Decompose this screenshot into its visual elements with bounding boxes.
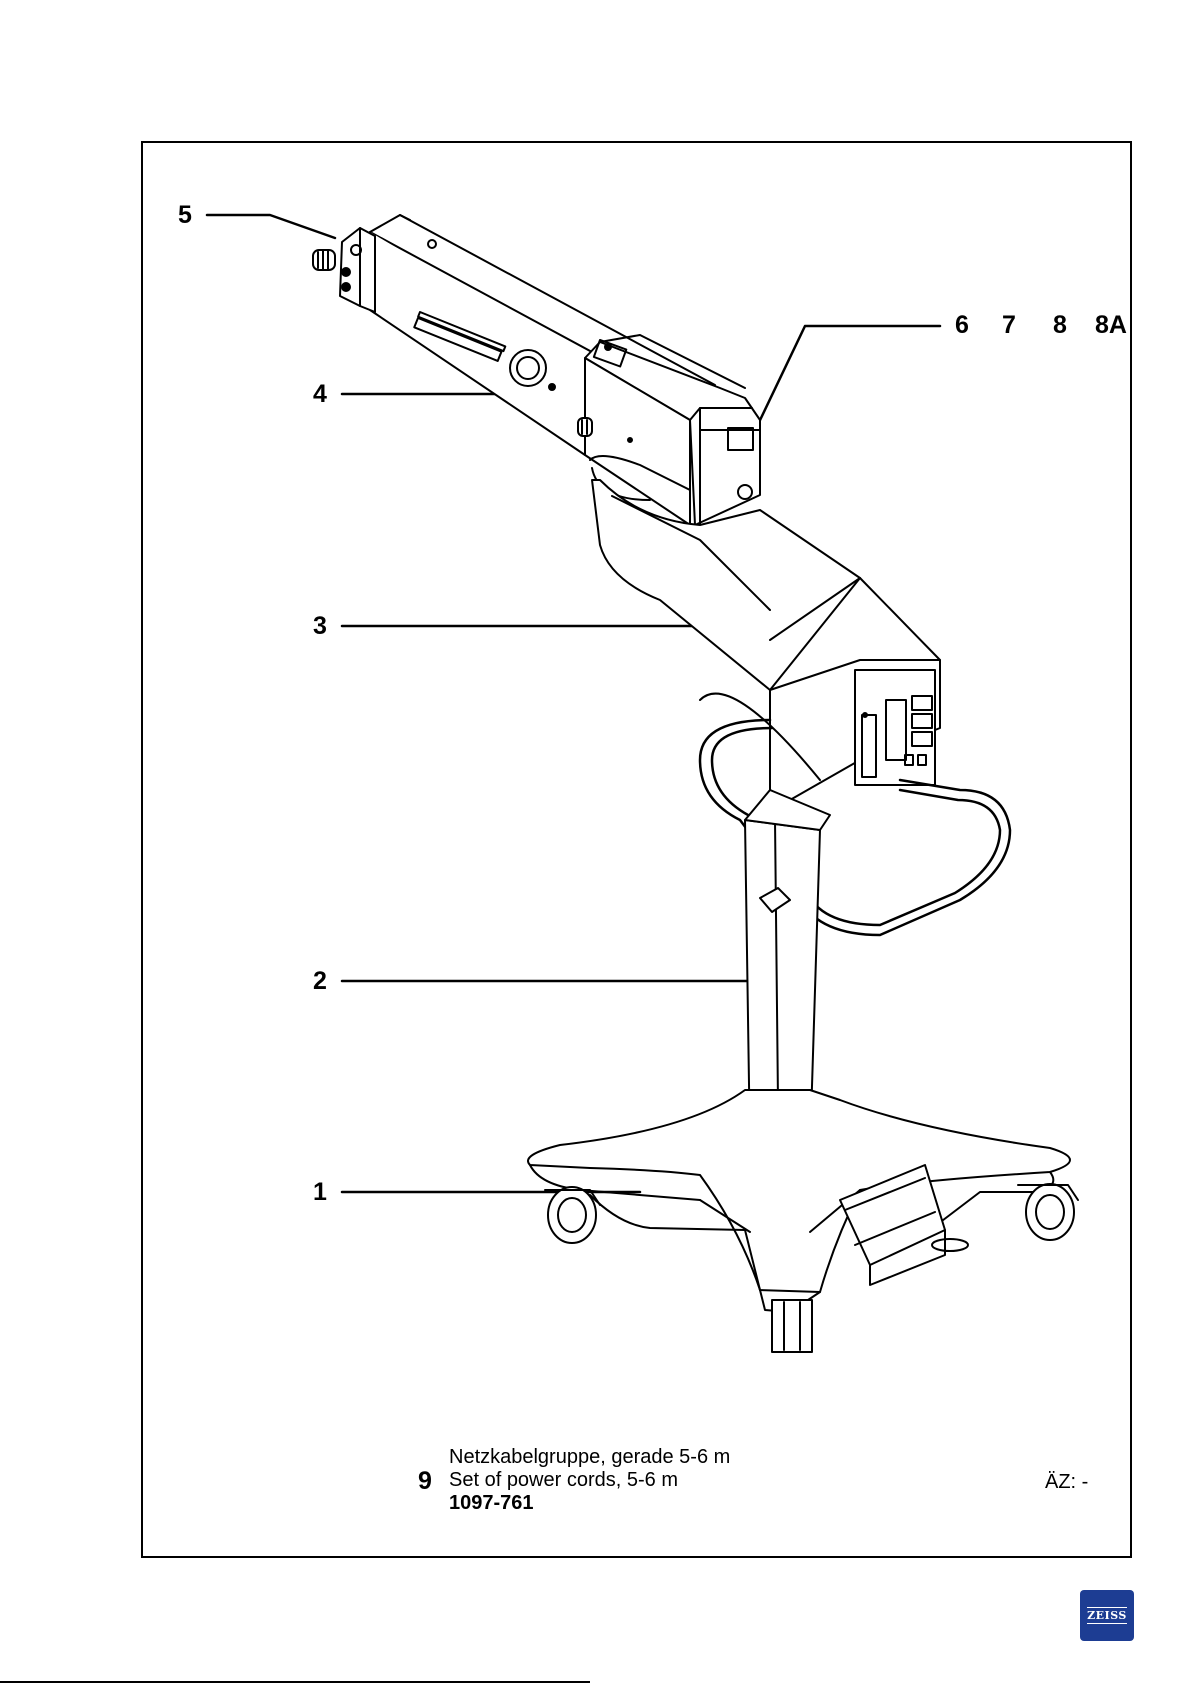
callout-1: 1 <box>313 1180 327 1205</box>
footer-rule <box>0 1681 590 1683</box>
zeiss-logo-text: ZEISS <box>1087 1607 1127 1624</box>
leader-5 <box>207 215 335 238</box>
leader-6-8a <box>740 326 940 462</box>
revision-note: ÄZ: - <box>1045 1471 1088 1494</box>
callout-4: 4 <box>313 382 327 407</box>
callout-7: 7 <box>1002 313 1016 338</box>
item-number: 9 <box>418 1467 432 1496</box>
callout-2: 2 <box>313 969 327 994</box>
zeiss-logo: ZEISS <box>1080 1590 1134 1641</box>
caption-german: Netzkabelgruppe, gerade 5-6 m <box>449 1447 730 1467</box>
callout-5: 5 <box>178 203 192 228</box>
suspension-arm <box>592 480 940 800</box>
callout-8: 8 <box>1053 313 1067 338</box>
callout-6: 6 <box>955 313 969 338</box>
callout-8a: 8A <box>1095 313 1127 338</box>
base <box>528 1090 1078 1352</box>
part-number: 1097-761 <box>449 1493 534 1513</box>
callout-3: 3 <box>313 614 327 639</box>
coupling-head <box>313 228 375 312</box>
caption-english: Set of power cords, 5-6 m <box>449 1470 678 1490</box>
